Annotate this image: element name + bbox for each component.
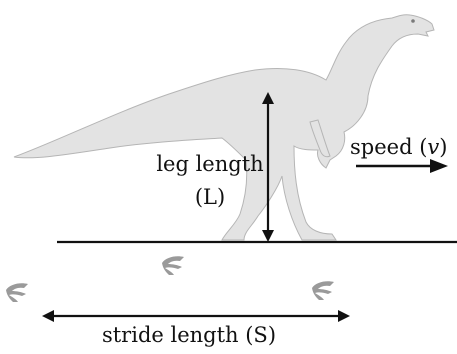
- footprint-icon: [312, 281, 334, 300]
- leg-length-arrow: [262, 92, 274, 242]
- leg-length-symbol: (L): [195, 185, 225, 209]
- dinosaur-icon: [13, 14, 435, 241]
- speed-label: speed (v): [350, 135, 447, 159]
- speed-arrow: [356, 159, 448, 173]
- footprint-icon: [6, 283, 28, 302]
- footprint-icon: [162, 256, 184, 275]
- stride-length-label: stride length (S): [102, 323, 276, 347]
- stride-length-arrow: [42, 310, 350, 322]
- leg-length-label: leg length: [156, 152, 263, 176]
